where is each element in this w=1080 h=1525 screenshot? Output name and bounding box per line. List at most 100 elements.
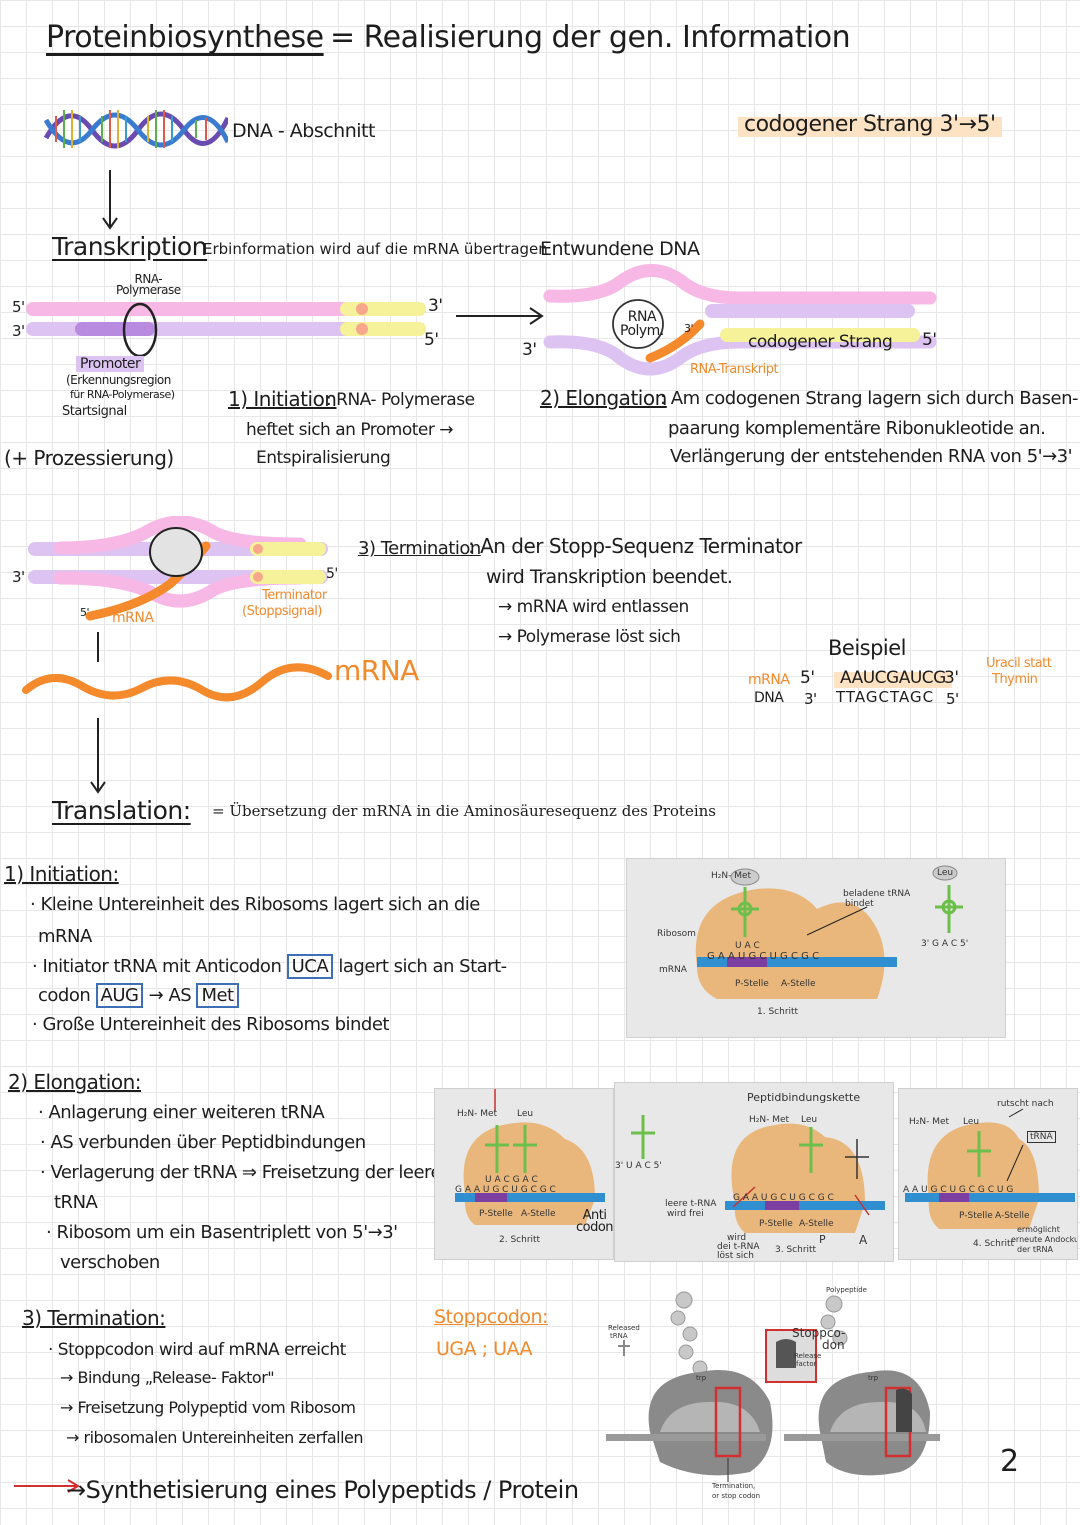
end-5-diagram2: 5'	[922, 330, 937, 350]
tl-term-line-3: → Freisetzung Polypeptid vom Ribosom	[60, 1398, 356, 1417]
example-mrna-label: mRNA	[748, 672, 790, 688]
mrna-small-label: mRNA	[112, 610, 154, 626]
figure-translation-step-2: H₂N- Met Leu U A C G A C G A A U G C U G…	[434, 1088, 614, 1260]
initiation-title: 1) Initiation	[228, 387, 337, 411]
promoter-label: Promoter	[76, 356, 145, 372]
fig5-release: Release	[794, 1352, 822, 1360]
fig1-beladene: beladene tRNA	[843, 889, 911, 899]
fig1-mrna: mRNA	[659, 965, 687, 975]
fig1-codons: G A A U G C U G C G C	[707, 951, 820, 962]
figure-termination: Released tRNA Polypeptide Stoppco- don R…	[600, 1282, 940, 1504]
translation-description: = Übersetzung der mRNA in die Aminosäure…	[212, 802, 716, 820]
fig4-step: 4. Schritt	[973, 1239, 1015, 1249]
fig3-codons: G A A U G C U G C G C	[733, 1193, 834, 1203]
end-3-diagram2: 3'	[522, 340, 537, 360]
fig3-wird: wird	[727, 1233, 747, 1243]
tl-elongation-title: 2) Elongation:	[8, 1070, 142, 1094]
promoter-note-2: für RNA-Polymerase)	[70, 388, 175, 401]
fig2-leu: Leu	[517, 1109, 534, 1119]
fig4-note-1: ermöglicht	[1017, 1225, 1060, 1234]
example-mrna-3: 3'	[944, 668, 959, 688]
fig2-anticodon-label: Anti codon	[576, 1208, 614, 1235]
end-3-small: 3'	[684, 322, 694, 335]
fig4-leu: Leu	[963, 1117, 980, 1127]
met-box: Met	[196, 983, 239, 1008]
tl-elong-line-2: · AS verbunden über Peptidbindungen	[40, 1132, 366, 1153]
end-3-left: 3'	[12, 322, 25, 340]
fig4-nach: rutscht nach	[997, 1099, 1054, 1109]
prozessierung-note: (+ Prozessierung)	[4, 446, 174, 470]
fig3-free-trna: 3' U A C 5'	[615, 1161, 662, 1171]
end-5-diagram3: 5'	[326, 566, 338, 582]
tl-elong-line-5: · Ribosom um ein Basentriplett von 5'→3'	[46, 1222, 398, 1243]
fig2-step: 2. Schritt	[499, 1235, 541, 1245]
transcription-elongation-diagram	[543, 264, 937, 376]
final-summary: →Synthetisierung eines Polypeptids / Pro…	[66, 1476, 579, 1504]
fig5-termination: Termination,	[712, 1482, 756, 1490]
polymerase-label: RNA- Polymerase	[116, 272, 181, 297]
fig3-dei: dei t-RNA	[717, 1242, 760, 1252]
start-codon-box: AUG	[95, 983, 144, 1008]
fig1-codons-top: U A C	[735, 941, 760, 951]
fig3-p: P	[819, 1233, 826, 1246]
arrow-down-icon	[102, 170, 118, 230]
connector-line	[97, 632, 99, 662]
fig3-a: A	[859, 1233, 868, 1247]
tl-term-line-2: → Bindung „Release- Faktor"	[60, 1368, 275, 1387]
end-3-diagram3: 3'	[12, 568, 25, 586]
termination-line-2: wird Transkription beendet.	[486, 566, 733, 588]
stoppcodon-values: UGA ; UAA	[436, 1338, 533, 1360]
fig5-polypeptide: Polypeptide	[826, 1286, 867, 1294]
example-dna-3: 3'	[804, 690, 817, 708]
figure-translation-step-4: rutscht nach tRNA H₂N- Met Leu A A U G C…	[898, 1088, 1078, 1260]
fig4-note-2: erneute Andockung	[1011, 1235, 1077, 1244]
end-5-right: 5'	[424, 330, 439, 350]
fig3-peptide: Peptidbindungskette	[747, 1091, 861, 1104]
termination-line-4: → Polymerase löst sich	[498, 627, 681, 647]
example-dna-label: DNA	[754, 690, 784, 706]
termination-title: 3) Termination	[358, 538, 481, 559]
codogen-strand-diagram-label: codogener Strang	[748, 332, 893, 352]
transcription-heading: Transkription	[52, 232, 208, 261]
elongation-title: 2) Elongation	[540, 386, 667, 410]
fig3-step: 3. Schritt	[775, 1245, 817, 1255]
fig5-trp-2: trp	[868, 1374, 879, 1382]
tl-init-line-1: · Kleine Untereinheit des Ribosoms lager…	[30, 894, 480, 915]
initiation-line-2: heftet sich an Promoter →	[246, 420, 454, 440]
transcription-description: Erbinformation wird auf die mRNA übertra…	[203, 240, 548, 258]
example-dna-seq: TTAGCTAGC	[836, 688, 935, 706]
fig2-codons-top: U A C G A C	[485, 1175, 538, 1185]
fig5-released: Released	[608, 1324, 640, 1332]
elongation-line-2: paarung komplementäre Ribonukleotide an.	[668, 418, 1046, 439]
tl-init-line-2: mRNA	[38, 926, 92, 947]
tl-termination-title: 3) Termination:	[22, 1306, 166, 1330]
tl-init-line-3: · Initiator tRNA mit Anticodon UCA lager…	[32, 954, 507, 979]
initiation-line-3: Entspiralisierung	[256, 448, 391, 468]
fig1-leu: Leu	[937, 868, 954, 878]
dna-section-label: DNA - Abschnitt	[232, 120, 375, 142]
example-note-1: Uracil statt	[986, 656, 1052, 671]
fig2-codons: G A A U G C U G C G C	[455, 1185, 556, 1195]
fig3-leu: Leu	[801, 1115, 818, 1125]
termination-line-1: : An der Stopp-Sequenz Terminator	[468, 534, 802, 558]
initiation-line-1: : RNA- Polymerase	[326, 390, 475, 410]
figure-translation-step-3: Peptidbindungskette H₂N- Met Leu 3' U A …	[614, 1082, 894, 1262]
anticodon-box: UCA	[286, 954, 334, 979]
fig4-trna: tRNA	[1027, 1131, 1056, 1143]
fig4-note-3: der tRNA	[1017, 1245, 1053, 1254]
fig3-a-stelle: A-Stelle	[799, 1219, 834, 1229]
fig5-stoppcodon: Stoppco-	[792, 1326, 846, 1340]
rna-transkript-label: RNA-Transkript	[690, 362, 779, 377]
fig1-gacs: 3' G A C 5'	[921, 939, 969, 949]
transcription-initiation-diagram	[26, 302, 426, 358]
fig3-wird-frei: wird frei	[667, 1209, 704, 1219]
terminator-label: Terminator	[262, 588, 327, 603]
example-heading: Beispiel	[828, 636, 907, 660]
fig2-a-stelle: A-Stelle	[521, 1209, 556, 1219]
end-3-right: 3'	[428, 296, 443, 316]
end-5-mrna: 5'	[80, 606, 90, 619]
translation-heading: Translation:	[52, 796, 191, 825]
tl-elong-line-4: tRNA	[54, 1192, 98, 1213]
stoppcodon-title: Stoppcodon:	[434, 1306, 548, 1328]
fig5-factor: factor	[796, 1360, 817, 1368]
